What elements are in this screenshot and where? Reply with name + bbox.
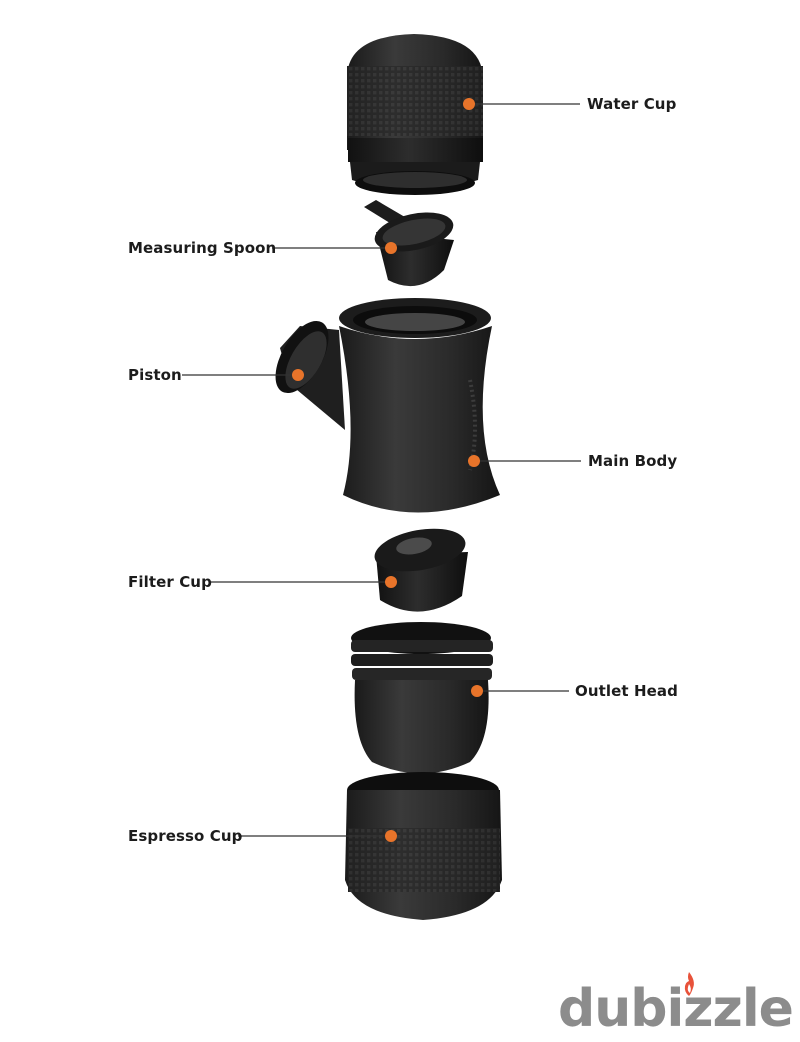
watermark-text: dubizzle bbox=[558, 979, 794, 1039]
label-filter-cup: Filter Cup bbox=[128, 573, 212, 591]
water-cup-part bbox=[347, 34, 483, 195]
filter-cup-part bbox=[374, 528, 468, 612]
marker-espresso-cup bbox=[385, 830, 397, 842]
marker-measuring-spoon bbox=[385, 242, 397, 254]
marker-main-body bbox=[468, 455, 480, 467]
measuring-spoon-part bbox=[364, 200, 454, 287]
main-body-part bbox=[275, 298, 500, 513]
markers bbox=[292, 98, 483, 842]
espresso-cup-part bbox=[345, 772, 502, 920]
flame-icon bbox=[684, 972, 694, 996]
label-outlet-head: Outlet Head bbox=[575, 682, 678, 700]
label-main-body: Main Body bbox=[588, 452, 678, 470]
marker-water-cup bbox=[463, 98, 475, 110]
leader-lines bbox=[182, 103, 581, 837]
label-water-cup: Water Cup bbox=[587, 95, 677, 113]
label-espresso-cup: Espresso Cup bbox=[128, 827, 243, 845]
outlet-head-part bbox=[351, 622, 493, 774]
marker-piston bbox=[292, 369, 304, 381]
marker-outlet-head bbox=[471, 685, 483, 697]
label-measuring-spoon: Measuring Spoon bbox=[128, 239, 277, 257]
dubizzle-watermark: dubizzle bbox=[558, 972, 798, 1042]
marker-filter-cup bbox=[385, 576, 397, 588]
label-piston: Piston bbox=[128, 366, 182, 384]
